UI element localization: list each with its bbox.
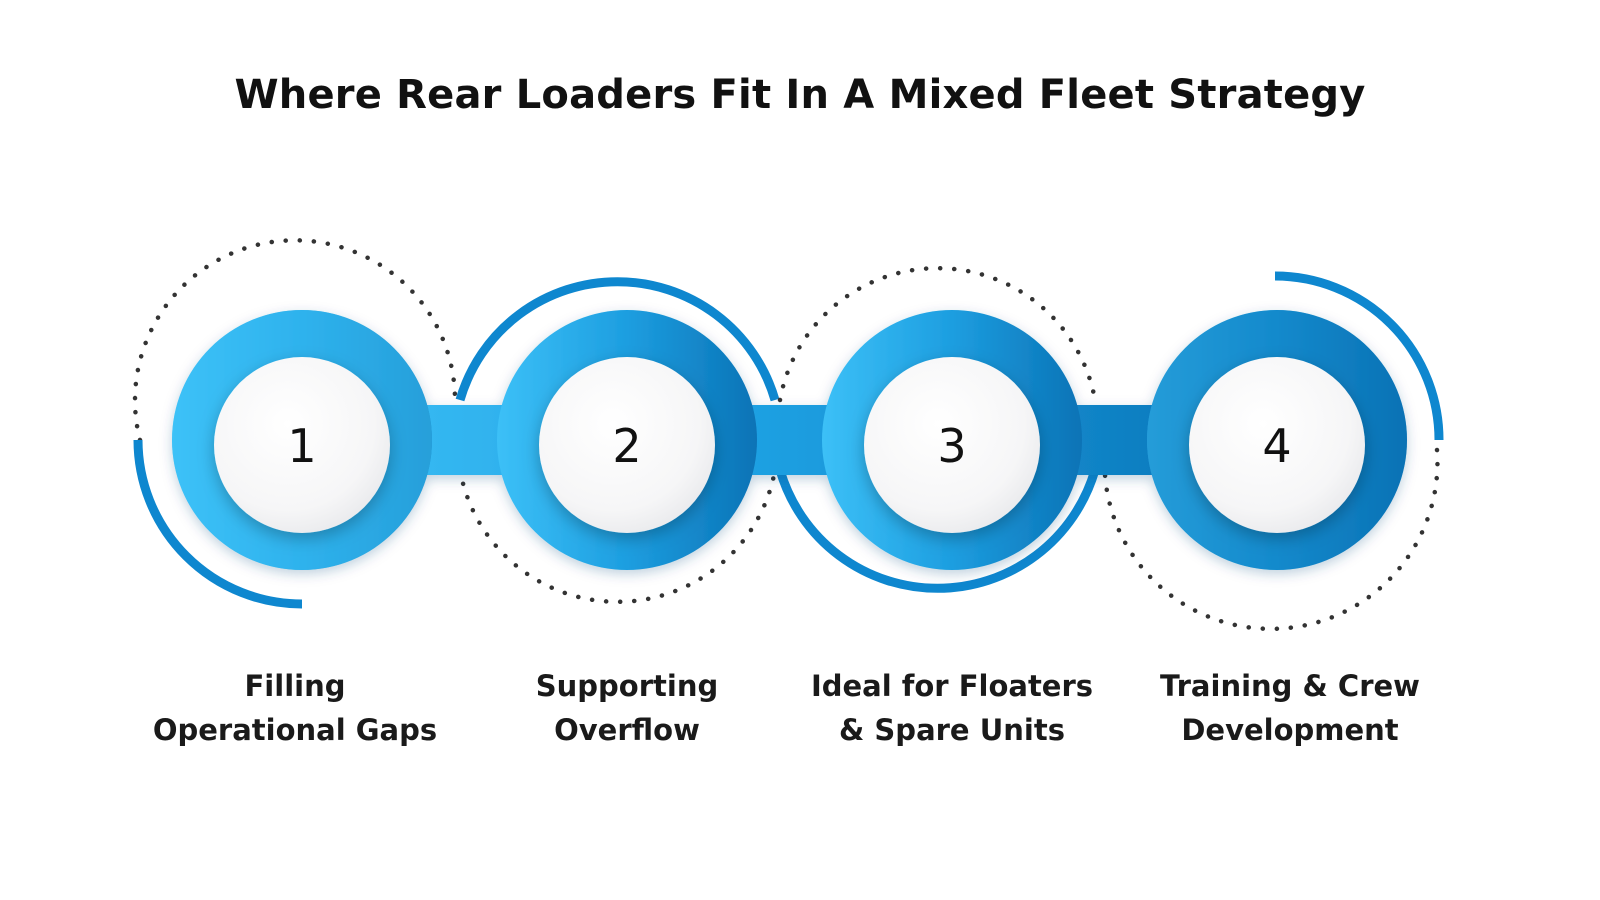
step-2-number: 2 — [612, 419, 641, 473]
step-3-number: 3 — [937, 419, 966, 473]
step-4-label: Training & Crew Development — [1130, 664, 1450, 752]
ring-2-solid — [455, 277, 780, 402]
step-3-label-line2: & Spare Units — [839, 713, 1065, 747]
step-1-label-line2: Operational Gaps — [152, 713, 438, 747]
step-1-label-line1: Filling — [244, 669, 346, 703]
decorative-rings — [132, 238, 1444, 632]
step-3-label-line1: Ideal for Floaters — [810, 669, 1094, 703]
step-1-badge: 1 — [214, 357, 390, 533]
step-2-label-line1: Supporting — [535, 669, 719, 703]
ring-4-solid — [1274, 271, 1444, 441]
step-2-label-line2: Overflow — [554, 713, 700, 747]
step-4-label-line1: Training & Crew — [1160, 669, 1420, 703]
step-3-label: Ideal for Floaters & Spare Units — [792, 664, 1112, 752]
step-4-badge: 4 — [1189, 357, 1365, 533]
step-2-label: Supporting Overflow — [467, 664, 787, 752]
ring-3-solid — [775, 468, 1100, 593]
ring-1-solid — [133, 439, 303, 609]
step-2-badge: 2 — [539, 357, 715, 533]
step-3-badge: 3 — [864, 357, 1040, 533]
step-4-label-line2: Development — [1181, 713, 1399, 747]
step-1-label: Filling Operational Gaps — [135, 664, 455, 752]
page-title: Where Rear Loaders Fit In A Mixed Fleet … — [234, 72, 1366, 118]
step-4-number: 4 — [1262, 419, 1291, 473]
ring-1-dotted — [132, 238, 458, 443]
step-1-number: 1 — [287, 419, 316, 473]
